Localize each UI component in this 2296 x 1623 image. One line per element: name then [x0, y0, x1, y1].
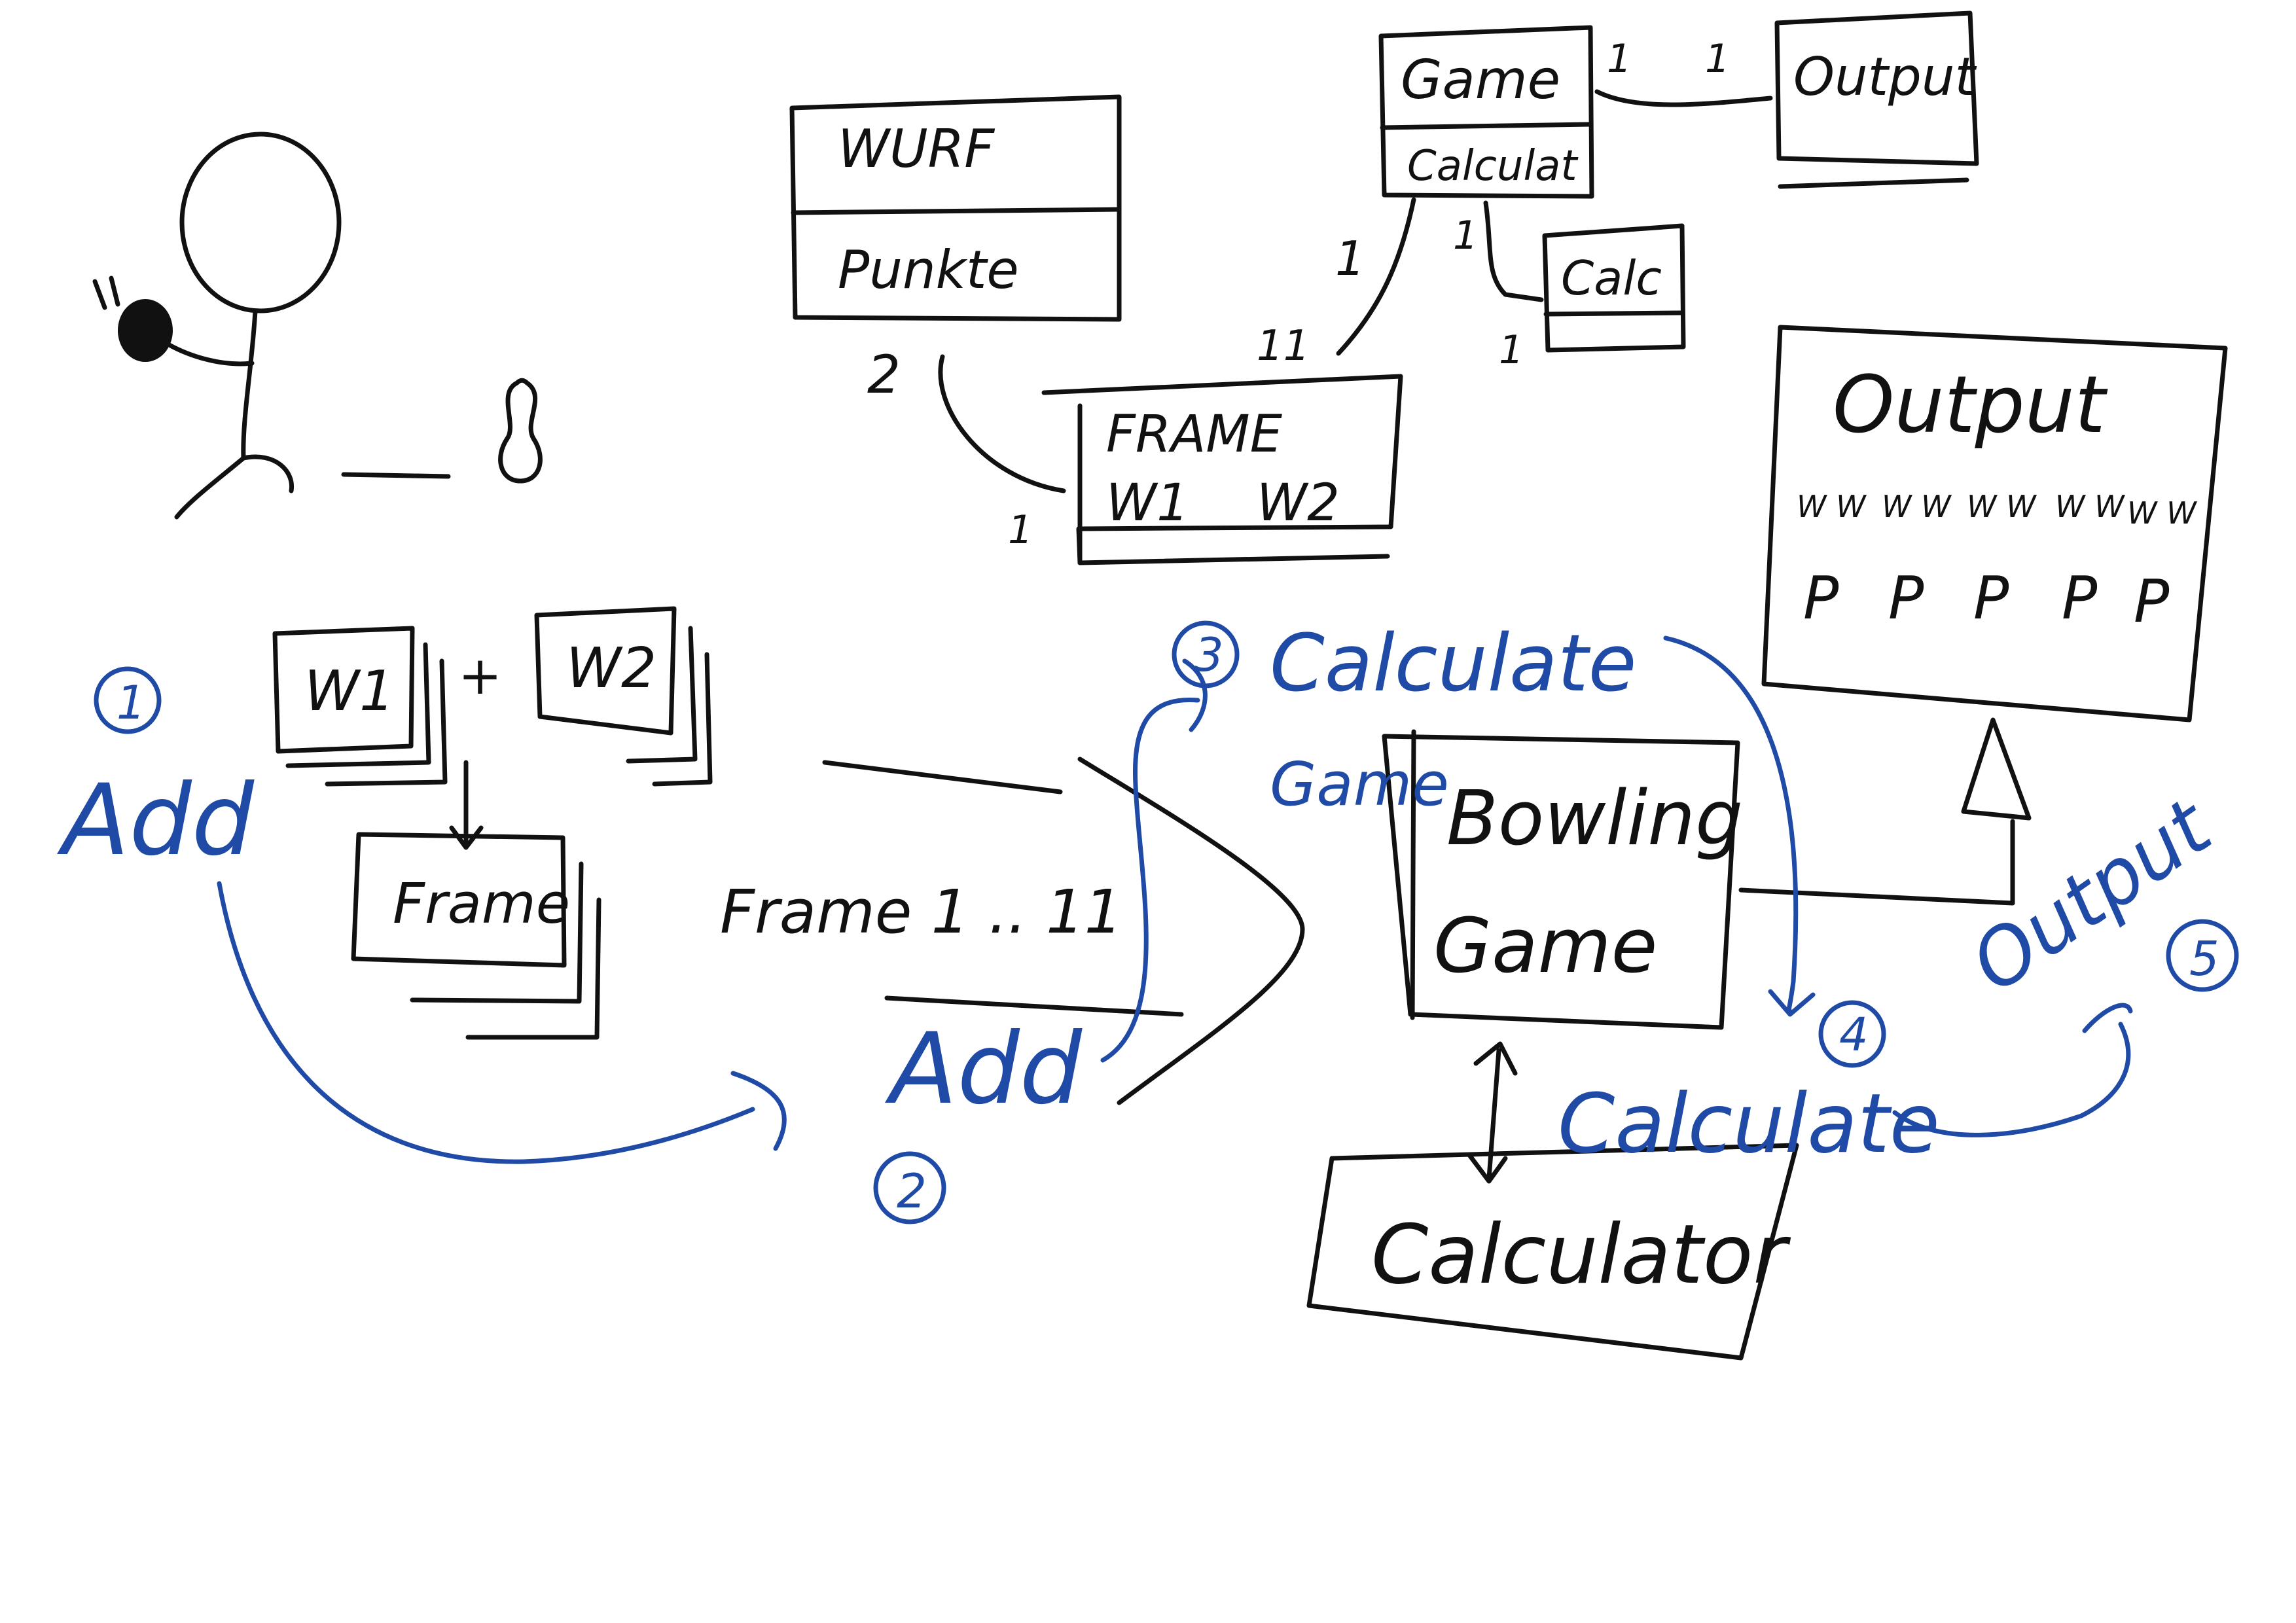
step-4-badge	[1818, 1000, 1886, 1068]
uml-class-game: Game Calculat	[1378, 25, 1594, 199]
bowler-leg-back	[174, 455, 246, 520]
w1-stack: W1	[272, 626, 448, 787]
step-3-label: Calculate	[1270, 618, 1636, 709]
assoc-game-output	[1594, 89, 1773, 107]
game-annotation-label: Game	[1270, 749, 1449, 819]
output-col-4-marks: W W	[2055, 489, 2125, 524]
step-4-arrowhead-icon	[2082, 1003, 2133, 1033]
calc-title: Calc	[1561, 251, 1662, 306]
calculator-box: Calculator	[1306, 1143, 1799, 1361]
step-2-arrow	[1100, 698, 1200, 1063]
bowler-sketch	[92, 132, 543, 520]
output-title: Output	[1793, 46, 1977, 107]
step-2-annotation: Add 2	[873, 658, 1208, 1224]
output-col-1-points: P	[1803, 564, 1839, 633]
output-col-2-marks: W W	[1882, 489, 1952, 524]
bowler-body	[241, 308, 258, 461]
output-col-5-points: P	[2134, 567, 2170, 636]
output-col-3-marks: W W	[1967, 489, 2037, 524]
lane-line	[341, 472, 451, 479]
step-2-arrowhead-icon	[1182, 658, 1208, 732]
w2-stack: W2	[534, 606, 713, 787]
step-3-arrow	[1663, 635, 1799, 1014]
mult-frame-wurf: 1	[1008, 507, 1033, 553]
output-col-4-points: P	[2062, 564, 2098, 633]
mult-frame-game: 11	[1257, 322, 1310, 370]
step-3-badge	[1172, 620, 1240, 688]
step-1-badge	[94, 666, 162, 734]
frame-stack-label: Frame	[393, 872, 570, 936]
output-panel: Output W W P W W P W W P W W P W W P	[1761, 325, 2228, 722]
frame-title: FRAME	[1106, 405, 1283, 464]
output-col-3-points: P	[1973, 564, 2009, 633]
game-title: Game	[1401, 49, 1560, 111]
frame-attr-w1: W1	[1106, 474, 1189, 533]
step-2-label: Add	[885, 1012, 1083, 1126]
bowling-game-line-2: Game	[1433, 902, 1657, 990]
uml-class-wurf: WURF Punkte	[789, 94, 1122, 322]
bowler-leg-front	[241, 454, 295, 493]
motion-lines	[92, 276, 120, 310]
plus-sign: +	[458, 645, 502, 706]
mult-output-game: 1	[1705, 36, 1730, 82]
bowling-pin-icon	[498, 378, 543, 484]
bowling-game-box: Bowling Game	[1382, 729, 1743, 1030]
uml-class-calc: Calc	[1542, 223, 1686, 353]
assoc-game-frame	[1336, 197, 1416, 356]
assoc-game-calc	[1483, 200, 1544, 302]
step-1-arrowhead-icon	[730, 1071, 787, 1151]
uml-class-output: Output	[1774, 10, 1979, 189]
bowler-head	[179, 132, 342, 313]
assoc-wurf-frame	[938, 354, 1066, 493]
frame-stack: Frame	[351, 832, 601, 1040]
mult-wurf-frame: 2	[867, 344, 901, 405]
step-4-label: Calculate	[1558, 1077, 1940, 1171]
step-4-number: 4	[1839, 1008, 1869, 1061]
step-5-number: 5	[2189, 931, 2219, 986]
uml-class-frame: FRAME W1 W2	[1041, 374, 1403, 565]
bowler-arm	[164, 341, 255, 366]
wurf-title: WURF	[838, 118, 995, 179]
mult-calc-game: 1	[1499, 327, 1524, 373]
step-1-number: 1	[117, 676, 146, 730]
step-2-badge	[873, 1151, 946, 1224]
step-5-badge	[2166, 919, 2239, 992]
inheritance-triangle-icon	[1961, 717, 2032, 821]
frames-range-label: Frame 1 .. 11	[720, 877, 1122, 947]
step-3-annotation: 3 Calculate Game	[1172, 618, 1816, 1017]
w2-label: W2	[566, 636, 656, 701]
step-4-arrow	[1892, 1022, 2131, 1137]
bowling-ball-icon	[118, 299, 173, 362]
output-panel-title: Output	[1833, 360, 2108, 451]
step-3-arrowhead-icon	[1768, 989, 1816, 1017]
frames-right-bracket	[1077, 757, 1305, 1105]
step-2-number: 2	[897, 1164, 927, 1219]
wurf-attribute: Punkte	[838, 240, 1019, 300]
mult-game-calc: 1	[1453, 213, 1478, 259]
output-col-2-points: P	[1888, 564, 1924, 633]
output-col-5-marks: W W	[2127, 495, 2197, 531]
mult-game-frame: 1	[1335, 231, 1365, 286]
step-1-label: Add	[57, 764, 255, 878]
step-3-number: 3	[1194, 628, 1224, 682]
step-4-annotation: 4 Calculate	[1558, 1000, 2133, 1171]
step-1-annotation: 1 Add	[57, 666, 787, 1164]
bidirectional-arrow-icon	[1467, 1041, 1518, 1184]
mult-game-output: 1	[1607, 36, 1632, 82]
frames-top-line	[822, 760, 1063, 794]
bowling-game-line-1: Bowling	[1446, 775, 1743, 863]
output-col-1-marks: W W	[1797, 489, 1867, 524]
inheritance-line	[1738, 819, 2015, 906]
frame-attr-w2: W2	[1257, 474, 1340, 533]
frames-bottom-line	[884, 995, 1184, 1017]
w1-label: W1	[304, 659, 395, 724]
game-operation: Calculat	[1407, 142, 1579, 190]
calculator-label: Calculator	[1371, 1207, 1791, 1302]
step-1-arrow	[217, 881, 755, 1164]
